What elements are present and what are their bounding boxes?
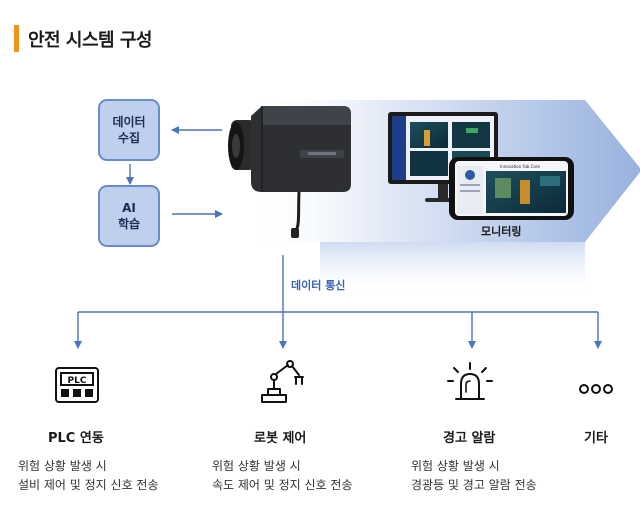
plc-panel-icon: PLC <box>55 367 99 403</box>
ai-learning-box: AI 학습 <box>98 185 160 247</box>
camera-icon <box>228 106 351 238</box>
ai-learning-line1: AI <box>122 200 136 215</box>
phone-screen-header: Innovation Fab Core <box>500 164 540 169</box>
page-title: 안전 시스템 구성 <box>28 30 152 51</box>
monitoring-label: 모니터링 <box>481 225 522 238</box>
plc-icon-text: PLC <box>68 376 87 386</box>
more-icon <box>579 384 613 394</box>
etc-title: 기타 <box>584 431 608 446</box>
alarm-description: 위험 상황 발생 시 경광등 및 경고 알람 전송 <box>411 457 537 494</box>
data-collection-line2: 수집 <box>117 131 141 145</box>
robot-desc-line2: 속도 제어 및 정지 신호 전송 <box>212 477 353 492</box>
robot-title: 로봇 제어 <box>254 431 307 446</box>
plc-title: PLC 연동 <box>48 431 104 446</box>
robot-description: 위험 상황 발생 시 속도 제어 및 정지 신호 전송 <box>212 457 353 494</box>
plc-description: 위험 상황 발생 시 설비 제어 및 정지 신호 전송 <box>18 457 159 494</box>
alarm-desc-line2: 경광등 및 경고 알람 전송 <box>411 477 537 492</box>
plc-desc-line2: 설비 제어 및 정지 신호 전송 <box>18 477 159 492</box>
ai-learning-line2: 학습 <box>117 217 141 231</box>
alarm-desc-line1: 위험 상황 발생 시 <box>411 459 500 473</box>
network-label: 데이터 통신 <box>291 279 346 292</box>
alarm-title: 경고 알람 <box>443 431 496 446</box>
robot-arm-icon <box>261 360 304 403</box>
background-fade <box>320 242 585 297</box>
robot-desc-line1: 위험 상황 발생 시 <box>212 459 301 473</box>
plc-desc-line1: 위험 상황 발생 시 <box>18 459 107 473</box>
data-collection-box: 데이터 수집 <box>98 99 160 161</box>
warning-light-icon <box>447 362 493 400</box>
title-accent-bar <box>14 25 19 52</box>
smartphone-icon: Innovation Fab Core <box>449 157 574 220</box>
data-collection-line1: 데이터 <box>112 114 146 129</box>
